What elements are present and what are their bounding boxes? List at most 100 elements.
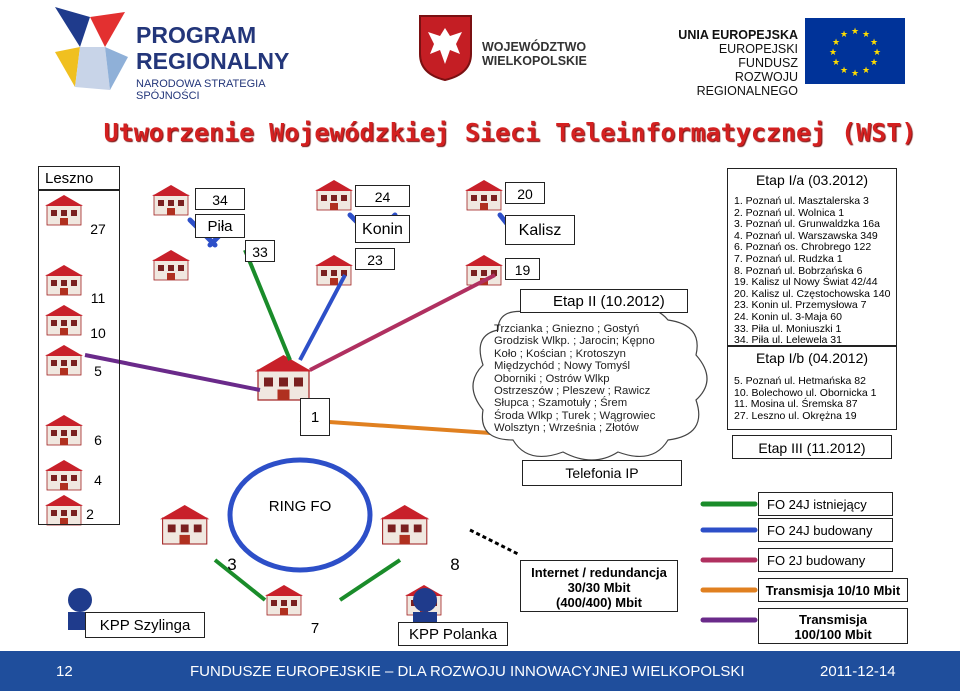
footer-date: 2011-12-14	[820, 663, 896, 680]
label-20: 20	[517, 186, 533, 202]
node-kalisz: Kalisz	[518, 222, 562, 239]
internet-line2: 30/30 Mbit	[567, 580, 631, 595]
etap1b-panel: Etap I/b (04.2012) 5. Poznań ul. Hetmańs…	[727, 346, 897, 430]
label-7: 7	[310, 620, 320, 637]
cloud-line: Słupca ; Szamotuły ; Śrem	[494, 397, 628, 410]
legend-fo24-existing: FO 24J istniejący	[767, 497, 867, 512]
internet-line1: Internet / redundancja	[531, 565, 667, 580]
node-kpp-szylinga: KPP Szylinga	[99, 617, 191, 634]
node-leszno: Leszno	[45, 170, 94, 187]
label-2: 2	[86, 506, 94, 522]
etap1b-item: 27. Leszno ul. Okrężna 19	[734, 409, 857, 422]
eu-flag: ★★★ ★★★ ★★★ ★★★	[805, 18, 905, 84]
cloud-line: Wolsztyn ; Września ; Złotów	[494, 422, 639, 435]
house-24-icon	[314, 179, 354, 211]
program-line2: REGIONALNY	[136, 48, 290, 74]
eu-line2: EUROPEJSKI FUNDUSZ	[718, 42, 798, 70]
region-line2: WIELKOPOLSKIE	[482, 54, 587, 68]
legend-fo2-built: FO 2J budowany	[767, 553, 866, 568]
legend-transmisja-100: Transmisja 100/100 Mbit	[794, 612, 872, 642]
cloud-line: Międzychód ; Nowy Tomyśl	[494, 360, 631, 373]
page-number: 12	[56, 663, 73, 680]
label-1: 1	[310, 409, 320, 426]
label-8: 8	[450, 555, 460, 574]
cloud-heading: Etap II (10.2012)	[553, 293, 665, 310]
etap1a-item: 3. Poznań ul. Grunwaldzka 16a	[734, 218, 880, 231]
svg-text:★: ★	[851, 69, 859, 79]
label-11: 11	[90, 290, 106, 306]
etap1b-item: 11. Mosina ul. Śremska 87	[734, 398, 858, 411]
svg-text:★: ★	[832, 38, 840, 48]
etap1a-item: 23. Konin ul. Przemysłowa 7	[734, 299, 867, 312]
node-konin: Konin	[362, 221, 403, 238]
etap1a-item: 24. Konin ul. 3-Maja 60	[734, 310, 842, 323]
label-4: 4	[94, 472, 102, 488]
svg-text:★: ★	[870, 58, 878, 68]
etap1a-item: 7. Poznań ul. Rudzka 1	[734, 252, 843, 265]
label-27: 27	[90, 221, 106, 237]
svg-text:★: ★	[870, 38, 878, 48]
etap3-heading: Etap III (11.2012)	[758, 440, 866, 456]
eu-line3: ROZWOJU REGIONALNEGO	[696, 70, 798, 98]
svg-text:★: ★	[862, 66, 870, 76]
house-20-icon	[464, 179, 504, 211]
etap1b-heading: Etap I/b (04.2012)	[755, 350, 869, 366]
label-23: 23	[367, 252, 383, 268]
label-33: 33	[252, 244, 268, 260]
svg-text:★: ★	[832, 58, 840, 68]
label-19: 19	[514, 262, 531, 278]
central-house-1-icon	[254, 354, 313, 401]
label-5: 5	[94, 363, 102, 379]
internet-line3: (400/400) Mbit	[556, 595, 642, 610]
ring-fo-label: RING FO	[255, 498, 345, 515]
footer-bar: 12 FUNDUSZE EUROPEJSKIE – DLA ROZWOJU IN…	[0, 651, 960, 691]
cloud-line: Grodzisk Wlkp. ; Jarocin; Kępno	[494, 335, 655, 348]
house-23-icon	[314, 254, 354, 286]
etap1a-item: 33. Piła ul. Moniuszki 1	[734, 322, 842, 335]
page-title: Utworzenie Wojewódzkiej Sieci Teleinform…	[103, 118, 917, 147]
program-regionalny-logo: PROGRAM REGIONALNY NARODOWA STRATEGIA SP…	[50, 2, 320, 102]
telefonia-label: Telefonia IP	[565, 465, 639, 481]
cloud-line: Koło ; Kościan ; Krotoszyn	[494, 347, 626, 360]
cloud-line: Środa Wlkp ; Turek ; Wągrowiec	[494, 409, 656, 422]
label-3: 3	[227, 555, 237, 574]
label-34: 34	[212, 192, 228, 208]
svg-text:★: ★	[829, 48, 837, 58]
house-33-icon	[151, 249, 191, 281]
program-subtitle: NARODOWA STRATEGIA SPÓJNOŚCI	[136, 78, 265, 102]
cloud-line: Ostrzeszów ; Pleszew ; Rawicz	[494, 385, 651, 398]
etap1a-item: 6. Poznań os. Chrobrego 122	[734, 241, 872, 254]
eu-line1: UNIA EUROPEJSKA	[678, 28, 798, 42]
eagle-crest-icon	[419, 15, 472, 82]
label-6: 6	[94, 432, 102, 448]
etap1a-item: 8. Poznań ul. Bobrzańska 6	[734, 264, 863, 277]
footer-text: FUNDUSZE EUROPEJSKIE – DLA ROZWOJU INNOW…	[190, 663, 745, 680]
eu-stars-icon: ★★★ ★★★ ★★★ ★★★	[829, 27, 881, 79]
node-kpp-polanka: KPP Polanka	[408, 626, 498, 643]
label-24: 24	[374, 189, 391, 205]
house-3-icon	[159, 504, 211, 545]
label-10: 10	[90, 325, 106, 341]
etap1a-heading: Etap I/a (03.2012)	[755, 172, 869, 188]
house-34-icon	[151, 184, 191, 216]
program-line1: PROGRAM	[136, 22, 257, 48]
etap1a-item: 20. Kalisz ul. Częstochowska 140	[734, 287, 891, 300]
star-logo-icon	[55, 7, 128, 90]
etap1a-item: 2. Poznań ul. Wolnica 1	[734, 206, 845, 219]
region-line1: WOJEWÓDZTWO	[482, 40, 587, 54]
house-8-icon	[379, 504, 431, 545]
legend-transmisja-10: Transmisja 10/10 Mbit	[765, 583, 901, 598]
cloud-text: Trzcianka ; Gniezno ; Gostyń Grodzisk Wl…	[494, 323, 655, 435]
region-crest	[418, 14, 473, 87]
etap1a-item: 4. Poznań ul. Warszawska 349	[734, 229, 878, 242]
internet-box: Internet / redundancja 30/30 Mbit (400/4…	[520, 560, 678, 612]
svg-text:★: ★	[840, 30, 848, 40]
etap1b-item: 10. Bolechowo ul. Obornicka 1	[734, 386, 877, 399]
etap1a-item: 1. Poznań ul. Masztalerska 3	[734, 195, 869, 207]
svg-text:★: ★	[840, 66, 848, 76]
etap1b-item: 5. Poznań ul. Hetmańska 82	[734, 375, 866, 387]
etap1a-item: 34. Piła ul. Lelewela 31	[734, 334, 842, 347]
cloud-line: Trzcianka ; Gniezno ; Gostyń	[494, 323, 640, 335]
etap1a-panel: Etap I/a (03.2012) 1. Poznań ul. Masztal…	[727, 168, 897, 346]
etap1a-item: 19. Kalisz ul Nowy Świat 42/44	[734, 276, 878, 289]
